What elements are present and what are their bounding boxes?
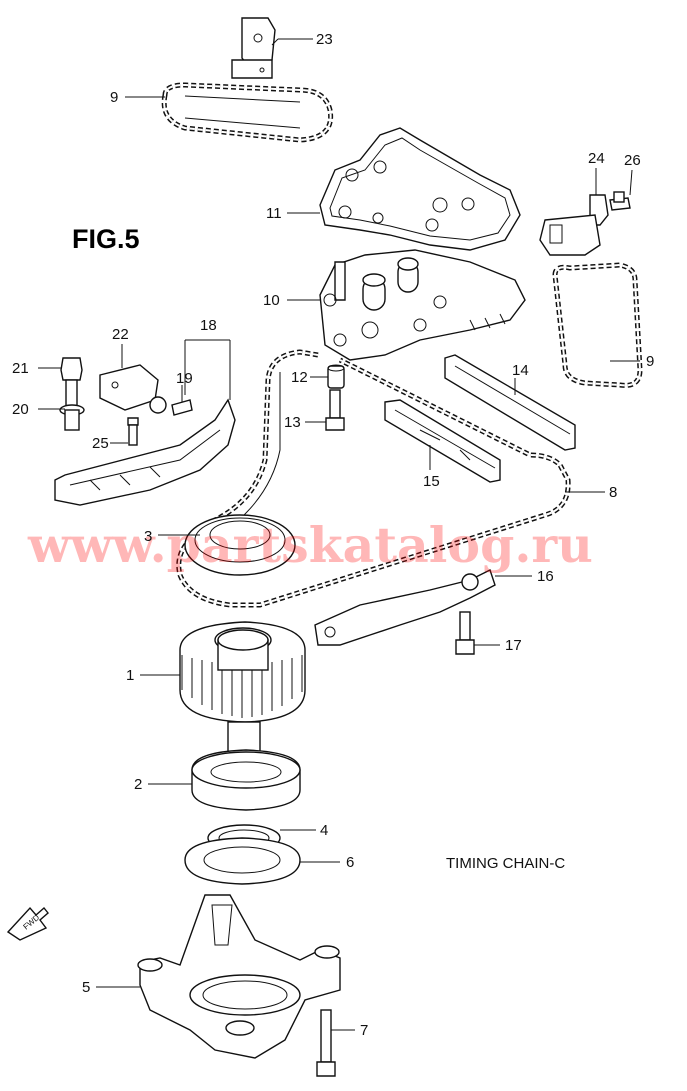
figure-title: FIG.5 <box>72 224 140 254</box>
callout-2: 2 <box>134 776 142 793</box>
callout-13: 13 <box>284 414 301 431</box>
fwd-arrow-icon: FWD <box>6 906 49 941</box>
plate-part-6 <box>184 837 301 885</box>
callout-5: 5 <box>82 979 90 996</box>
housing-part-10 <box>319 249 526 361</box>
callout-18: 18 <box>200 317 217 334</box>
bushing-part-20 <box>59 404 85 431</box>
pulley-part-3 <box>184 514 296 576</box>
callout-23: 23 <box>316 31 333 48</box>
bolt-part-21 <box>60 357 83 407</box>
callout-11: 11 <box>266 205 282 222</box>
bearing-part-2 <box>191 749 301 811</box>
callout-10: 10 <box>263 292 280 309</box>
callout-20: 20 <box>12 401 29 418</box>
callout-9-right: 9 <box>646 353 654 370</box>
right-chain-loop-part-9 <box>552 262 643 388</box>
callout-16: 16 <box>537 568 554 585</box>
leader-lines <box>38 38 640 1031</box>
tensioner-arm-part-16 <box>314 569 496 646</box>
callout-6: 6 <box>346 854 354 871</box>
callout-25: 25 <box>92 435 109 452</box>
bolt-part-7 <box>316 1009 336 1077</box>
callout-4: 4 <box>320 822 328 839</box>
watermark-text: www.partskatalog.ru <box>27 516 593 574</box>
upper-chain-loop-part-9 <box>161 82 334 143</box>
callout-labels: 1 2 3 4 5 6 7 8 9 9 10 11 12 13 14 15 16… <box>12 31 654 1039</box>
bolt-part-26 <box>609 191 631 211</box>
callout-22: 22 <box>112 326 129 343</box>
callout-21: 21 <box>12 360 29 377</box>
callout-9-upper: 9 <box>110 89 118 106</box>
bracket-part-5 <box>137 894 341 1059</box>
sleeve-part-12 <box>327 364 345 389</box>
gasket-part-11 <box>319 127 521 251</box>
bolt-part-17 <box>455 611 475 655</box>
callout-7: 7 <box>360 1022 368 1039</box>
callout-19: 19 <box>176 370 193 387</box>
callout-14: 14 <box>512 362 529 379</box>
callout-26: 26 <box>624 152 641 169</box>
gear-part-1 <box>179 621 306 753</box>
bolt-part-13 <box>325 389 345 431</box>
chain-tensioner-part-23 <box>231 17 276 79</box>
callout-8: 8 <box>609 484 617 501</box>
callout-15: 15 <box>423 473 440 490</box>
callout-3: 3 <box>144 528 152 545</box>
callout-12: 12 <box>291 369 308 386</box>
guide-part-22 <box>99 364 167 414</box>
callout-17: 17 <box>505 637 522 654</box>
spacer-part-19 <box>171 399 193 416</box>
callout-1: 1 <box>126 667 134 684</box>
chain-guide-part-15 <box>384 399 501 483</box>
tensioner-part-24 <box>539 194 609 256</box>
chain-guide-part-18 <box>54 398 236 506</box>
chain-guide-part-14 <box>444 354 576 451</box>
diagram-caption: TIMING CHAIN-C <box>446 855 565 872</box>
bolt-part-25 <box>127 417 139 446</box>
callout-24: 24 <box>588 150 605 167</box>
